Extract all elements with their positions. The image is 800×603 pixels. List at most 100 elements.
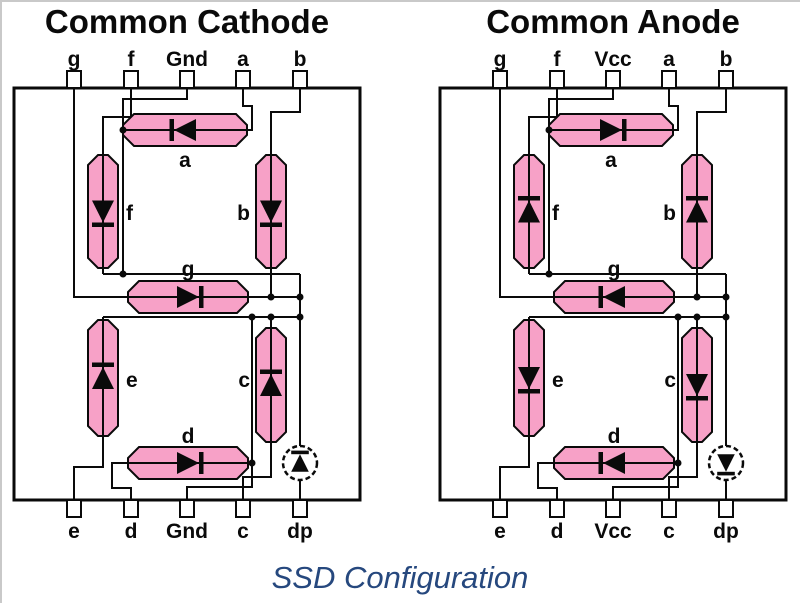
segment-e: e [513,319,564,437]
wire [270,88,301,155]
segment-label-c: c [664,369,676,392]
segment-label-g: g [182,258,195,281]
segment-label-f: f [126,202,134,225]
junction-dot [119,270,127,278]
pin-top-a [235,70,251,89]
pin-bottom-e [66,499,82,518]
pin-label-bottom-Gnd: Gnd [166,520,208,543]
diode-dp [717,454,735,476]
wire [668,88,679,131]
segment-c: c [238,327,287,443]
junction-dot [674,313,682,321]
diode-dp [291,450,309,472]
wire [242,88,253,131]
junction-dot [722,293,730,301]
pin-bottom-d [549,499,565,518]
segment-label-d: d [608,425,621,448]
wire [102,88,132,155]
pin-top-b [718,70,734,89]
pin-bottom-Vcc [605,499,621,518]
junction-dot [119,126,127,134]
junction-dot [248,313,256,321]
diode-c [260,369,282,396]
segment-label-a: a [179,149,191,172]
segment-f: f [513,154,560,269]
pin-bottom-Gnd [179,499,195,518]
diode-b [686,196,708,223]
junction-dot [267,313,275,321]
junction-dot [693,293,701,301]
segment-label-a: a [605,149,617,172]
caption: SSD Configuration [272,560,529,595]
pin-bottom-dp [718,499,734,518]
junction-dot [296,313,304,321]
wire [242,442,272,500]
pin-label-top-g: g [68,48,81,71]
diode-a [169,119,196,141]
pin-top-Vcc [605,70,621,89]
segment-dp [281,444,319,482]
junction-dot [296,293,304,301]
junction-dot [674,459,682,467]
wire [73,88,128,298]
wire [548,88,614,274]
pin-label-top-b: b [720,48,733,71]
diode-c [686,374,708,401]
segment-b: b [237,154,287,269]
junction-dot [267,293,275,301]
diode-g [177,286,204,308]
pin-label-bottom-Vcc: Vcc [594,520,632,543]
segment-e: e [87,319,138,437]
wire [499,436,530,500]
pin-label-bottom-c: c [237,520,249,543]
junction-dot [545,270,553,278]
segment-g: g [553,258,675,314]
diode-d [598,452,625,474]
wire [696,88,727,155]
pin-label-top-Gnd: Gnd [166,48,208,71]
wire [612,463,679,500]
wire [499,88,554,298]
segment-label-c: c [238,369,250,392]
wire [537,462,558,500]
diode-f [92,200,114,227]
diode-e [518,367,540,394]
pin-label-top-Vcc: Vcc [594,48,632,71]
pin-bottom-c [235,499,251,518]
diode-g [598,286,625,308]
pin-label-bottom-e: e [68,520,80,543]
pin-top-f [123,70,139,89]
pin-label-top-f: f [554,48,562,71]
diode-d [177,452,204,474]
segment-g: g [127,258,249,314]
junction-dot [693,313,701,321]
pin-label-top-g: g [494,48,507,71]
pin-bottom-e [492,499,508,518]
segment-dp [707,444,745,482]
wire [122,88,188,274]
pin-label-bottom-d: d [551,520,564,543]
junction-dot [722,313,730,321]
pin-top-f [549,70,565,89]
panel-title-common-anode: Common Anode [486,3,740,40]
pin-label-bottom-c: c [663,520,675,543]
segment-d: d [553,425,675,480]
segment-label-e: e [552,369,564,392]
pin-label-top-a: a [237,48,249,71]
segment-a: a [548,113,674,172]
segment-label-d: d [182,425,195,448]
wire [73,436,104,500]
junction-dot [248,459,256,467]
segment-label-b: b [237,202,250,225]
pin-label-top-a: a [663,48,675,71]
pin-bottom-d [123,499,139,518]
segment-label-f: f [552,202,560,225]
segment-c: c [664,327,713,443]
diode-a [600,119,627,141]
segment-b: b [663,154,713,269]
segment-d: d [127,425,249,480]
